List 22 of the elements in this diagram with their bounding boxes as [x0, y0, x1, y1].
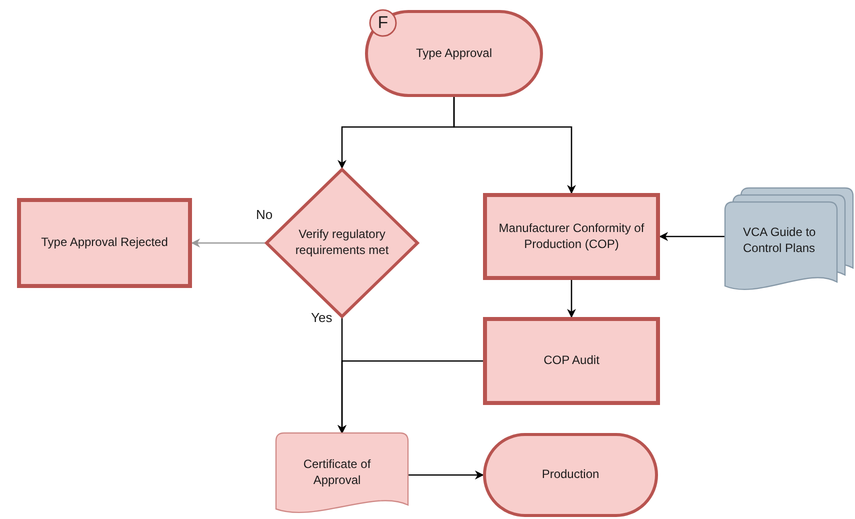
node-label: Manufacturer Conformity of Production (COP): [498, 220, 646, 252]
process-box: [483, 193, 660, 280]
node-label: Verify regulatory requirements met: [294, 227, 390, 259]
node-label: Certificate of Approval: [302, 457, 372, 489]
arrow: [408, 470, 484, 480]
process-box: [483, 317, 660, 405]
process-box: [17, 198, 192, 288]
document-shape: [276, 433, 408, 515]
edge-label: No: [255, 207, 274, 222]
node-label: Type Approval Rejected: [41, 235, 168, 251]
badge-letter: F: [378, 12, 388, 34]
arrow: [567, 280, 576, 318]
document-stack: [725, 188, 853, 292]
arrow: [659, 232, 725, 241]
node-label: Production: [542, 467, 600, 483]
node-label: COP Audit: [544, 353, 600, 369]
arrow: [453, 97, 576, 194]
node-label: VCA Guide to Control Plans: [743, 225, 817, 257]
arrow: [191, 238, 265, 248]
node-label: Type Approval: [416, 46, 492, 62]
arrow: [338, 360, 483, 434]
edge-label: Yes: [310, 310, 334, 325]
